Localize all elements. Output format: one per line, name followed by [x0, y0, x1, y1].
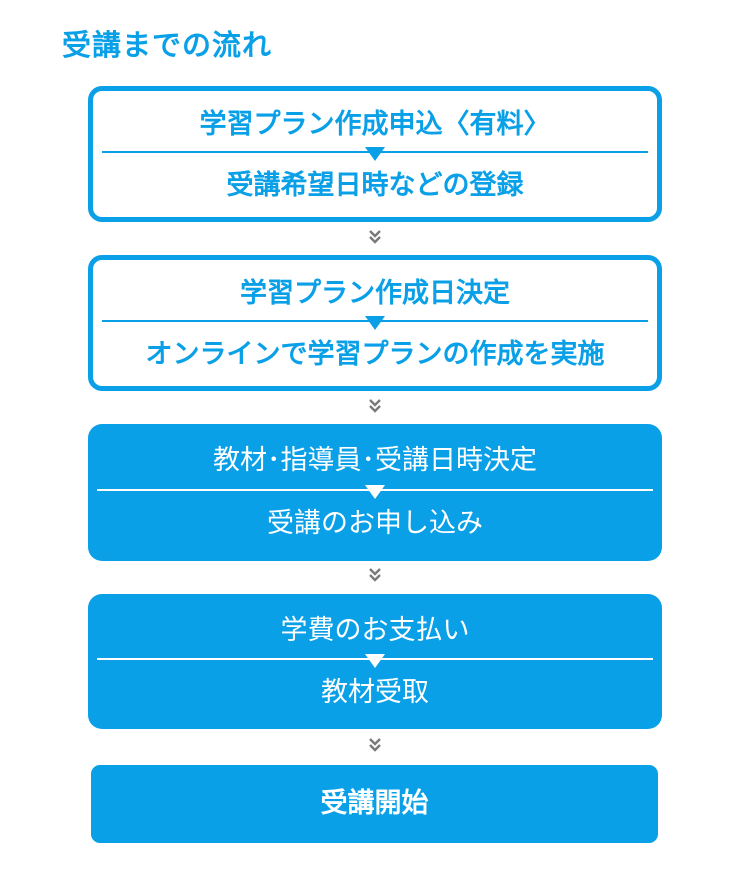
step-1-primary-text: 学習プラン作成申込〈有料〉	[199, 109, 551, 140]
flow-step-5: 受講開始	[91, 765, 658, 843]
step-2-arrow-down-icon	[365, 316, 385, 330]
step-1-secondary-text: 受講希望日時などの登録	[226, 170, 524, 201]
step-3-arrow-down-icon	[365, 485, 385, 499]
step-4-arrow-down-icon	[365, 654, 385, 668]
flow-step-1: 学習プラン作成申込〈有料〉 受講希望日時などの登録	[88, 86, 662, 222]
flow-step-3: 教材･指導員･受講日時決定 受講のお申し込み	[88, 424, 662, 561]
double-chevron-down-icon	[368, 737, 382, 753]
page-title: 受講までの流れ	[62, 28, 273, 62]
step-3-primary-text: 教材･指導員･受講日時決定	[213, 445, 537, 476]
double-chevron-down-icon	[368, 567, 382, 583]
flow-step-4: 学費のお支払い 教材受取	[88, 594, 662, 729]
step-2-secondary-text: オンラインで学習プランの作成を実施	[145, 339, 605, 370]
step-3-secondary-text: 受講のお申し込み	[267, 508, 483, 539]
step-5-label: 受講開始	[320, 788, 429, 819]
double-chevron-down-icon	[368, 229, 382, 245]
step-2-primary-text: 学習プラン作成日決定	[240, 278, 510, 309]
step-4-primary-text: 学費のお支払い	[280, 615, 470, 646]
step-4-secondary-text: 教材受取	[321, 677, 429, 708]
double-chevron-down-icon	[368, 398, 382, 414]
step-1-arrow-down-icon	[365, 147, 385, 161]
flow-step-2: 学習プラン作成日決定 オンラインで学習プランの作成を実施	[88, 255, 662, 391]
